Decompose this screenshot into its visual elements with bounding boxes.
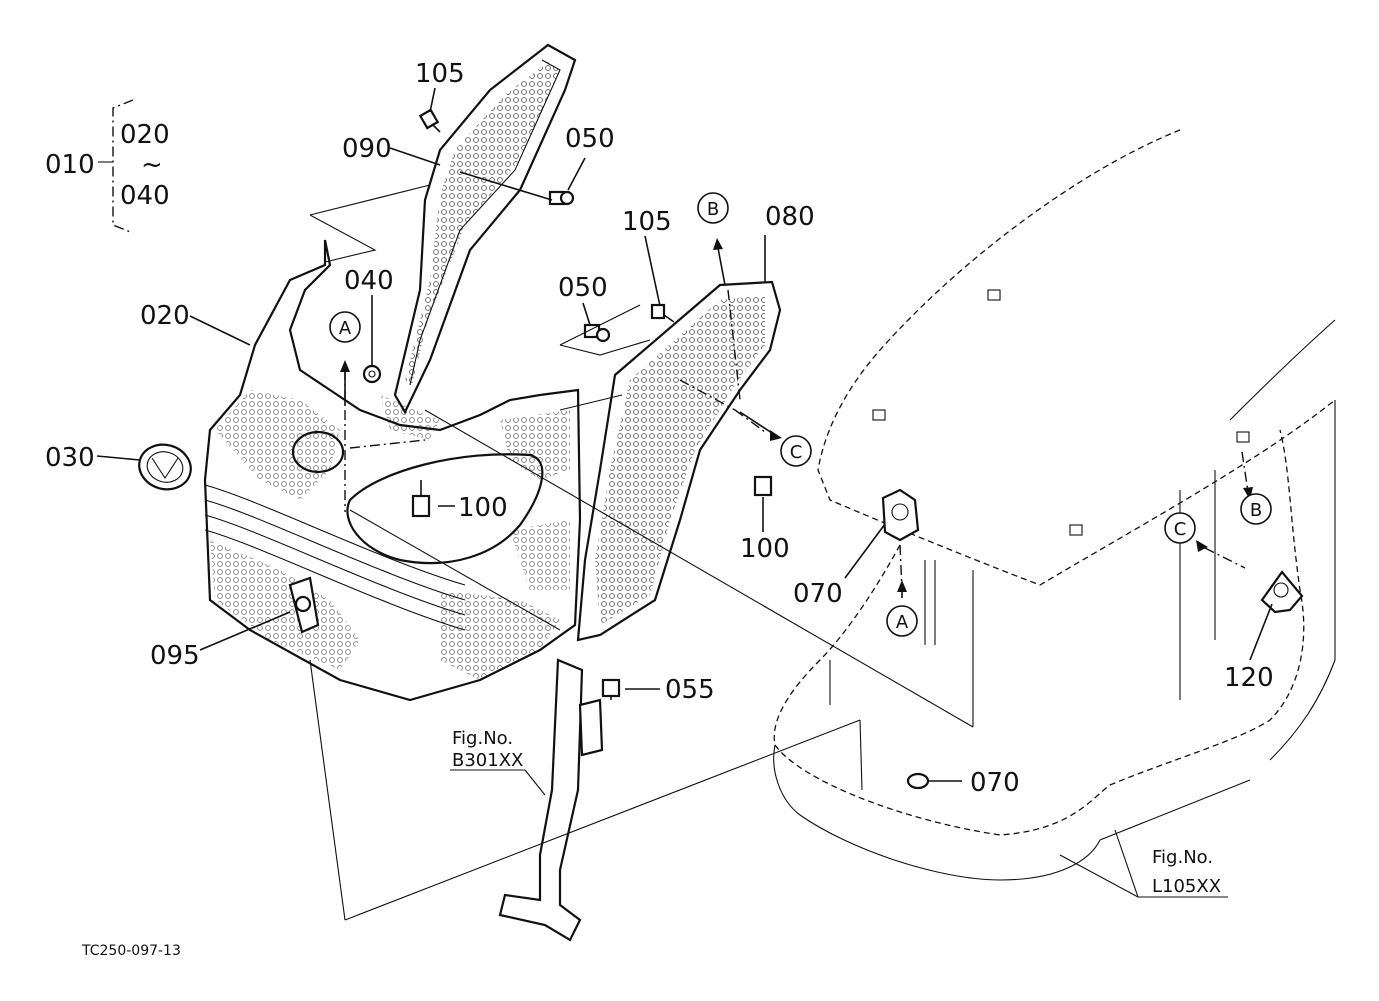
callout-090: 090 xyxy=(342,134,392,164)
hood-assembly xyxy=(773,129,1336,881)
bolt-100b xyxy=(753,475,773,497)
center-grille-panel xyxy=(393,43,577,415)
ref-circle-b2: B xyxy=(1240,493,1272,525)
callout-020: 020 xyxy=(140,301,190,331)
callout-100a: 100 xyxy=(458,493,508,523)
group-top-number: 020 xyxy=(120,120,170,150)
ref-a2-text: A xyxy=(896,612,909,633)
bolt-105a xyxy=(418,108,441,133)
side-grille-panel xyxy=(576,280,782,642)
fig1-number: B301XX xyxy=(452,750,523,771)
callout-labels: 105 090 050 040 020 030 100 095 105 080 … xyxy=(45,59,1274,798)
group-main-number: 010 xyxy=(45,150,95,180)
front-grille-body xyxy=(203,239,582,702)
ref-circle-b1: B xyxy=(697,192,729,224)
fig1-label: Fig.No. xyxy=(452,728,513,749)
ref-circle-c2: C xyxy=(1164,512,1196,544)
callout-095: 095 xyxy=(150,641,200,671)
bolt-050b xyxy=(583,323,611,343)
group-tilde: ~ xyxy=(141,150,163,180)
leader-lines xyxy=(96,87,1273,921)
figure-ref-l105xx: Fig.No. L105XX xyxy=(1152,847,1221,897)
grommet-070a xyxy=(881,488,920,542)
callout-030: 030 xyxy=(45,443,95,473)
callout-100b: 100 xyxy=(740,534,790,564)
emblem-badge xyxy=(138,443,192,491)
assembly-group: 010 020 ~ 040 xyxy=(45,120,170,211)
support-bracket xyxy=(498,658,604,942)
figure-ref-b301xx: Fig.No. B301XX xyxy=(452,728,523,771)
ref-circle-a1: A xyxy=(329,311,361,343)
fig2-number: L105XX xyxy=(1152,876,1221,897)
bolt-050a xyxy=(548,190,575,206)
bolt-055 xyxy=(601,678,621,700)
ref-b1-text: B xyxy=(707,199,719,220)
ref-a1-text: A xyxy=(339,318,352,339)
hood-emblem xyxy=(1260,570,1304,614)
grommet-070b xyxy=(906,772,930,790)
callout-050b: 050 xyxy=(558,273,608,303)
bolt-095 xyxy=(288,576,320,634)
ref-circle-c1: C xyxy=(780,435,812,467)
callout-070b: 070 xyxy=(970,768,1020,798)
callout-055: 055 xyxy=(665,675,715,705)
bolt-100a xyxy=(411,480,431,518)
ref-c2-text: C xyxy=(1174,519,1187,540)
fig2-label: Fig.No. xyxy=(1152,847,1213,868)
callout-040: 040 xyxy=(344,266,394,296)
callout-105b: 105 xyxy=(622,207,672,237)
callout-070a: 070 xyxy=(793,579,843,609)
ref-c1-text: C xyxy=(790,442,803,463)
group-bottom-number: 040 xyxy=(120,181,170,211)
nut-040 xyxy=(362,364,382,384)
ref-circle-a2: A xyxy=(886,605,918,637)
bolt-105b xyxy=(650,303,675,323)
callout-050a: 050 xyxy=(565,124,615,154)
diagram-id: TC250-097-13 xyxy=(81,943,181,959)
callout-120: 120 xyxy=(1224,663,1274,693)
callout-105a: 105 xyxy=(415,59,465,89)
ref-b2-text: B xyxy=(1250,500,1262,521)
callout-080: 080 xyxy=(765,202,815,232)
